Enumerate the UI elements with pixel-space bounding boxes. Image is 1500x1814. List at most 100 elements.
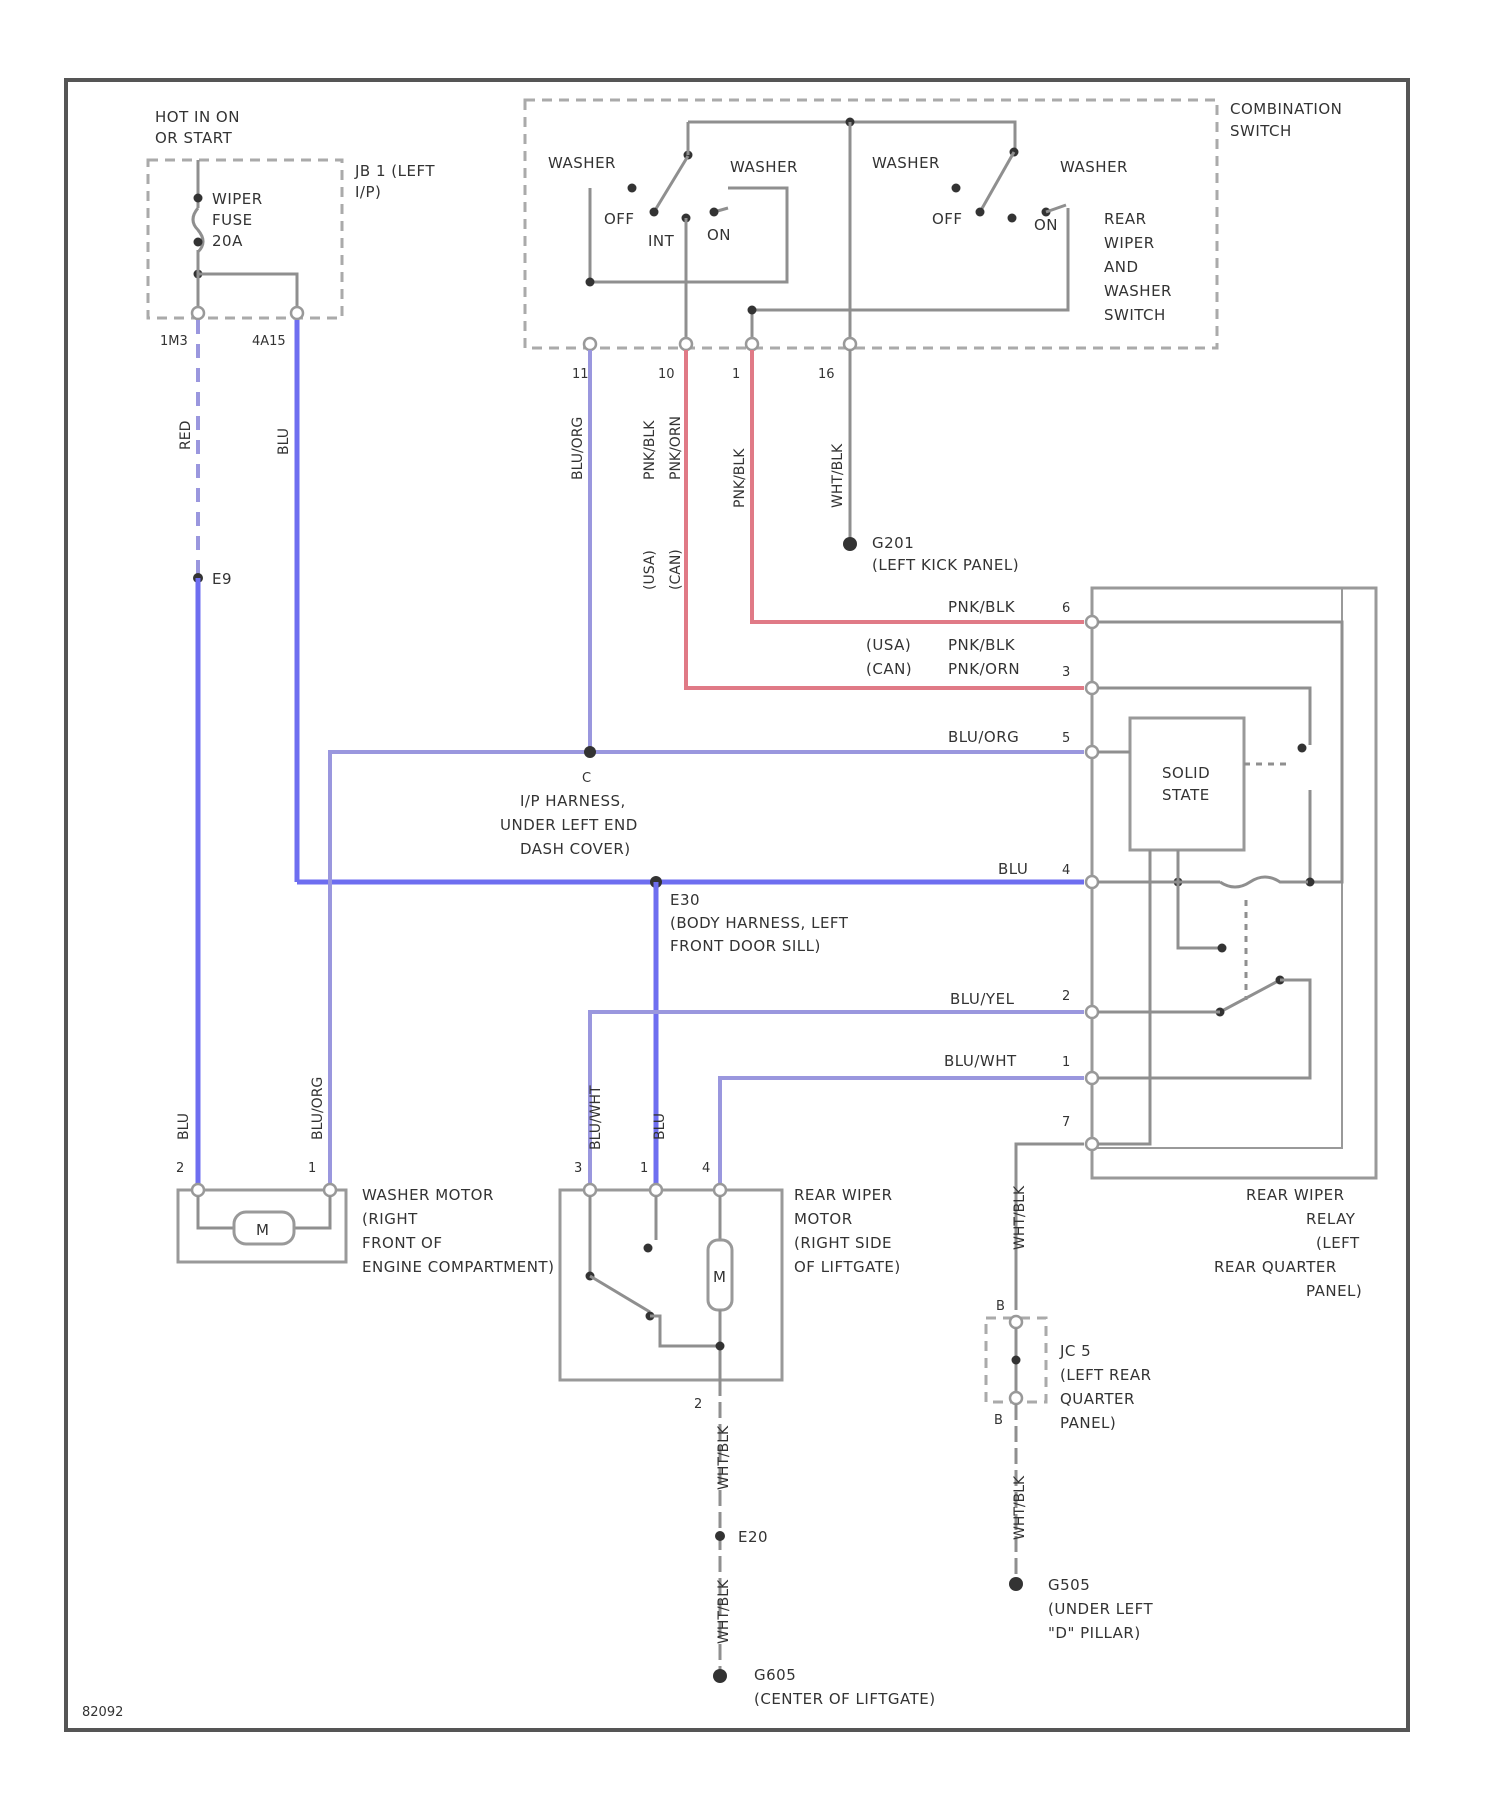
ip-harness-dot bbox=[584, 746, 596, 758]
on-label: ON bbox=[707, 226, 731, 244]
jb1-terminal-2 bbox=[291, 307, 303, 319]
relay-int-resistor bbox=[1220, 877, 1308, 887]
pin-2a: 2 bbox=[176, 1161, 184, 1176]
fuse-label-1: WIPER bbox=[212, 190, 263, 208]
solid-state-label-2: STATE bbox=[1162, 786, 1210, 804]
relay-term-6 bbox=[1086, 616, 1098, 628]
diagram-frame bbox=[66, 80, 1408, 1730]
pin-4b: 4 bbox=[702, 1161, 710, 1176]
rear-motor-term-3 bbox=[584, 1184, 596, 1196]
relay-pin-4: 4 bbox=[1062, 863, 1070, 878]
sw1-junction bbox=[586, 278, 595, 287]
pin-c: C bbox=[582, 771, 591, 786]
ip-harness-label-1: I/P HARNESS, bbox=[520, 792, 626, 810]
relay-switch-blade bbox=[1220, 980, 1280, 1012]
washer-motor-inner-wire bbox=[198, 1196, 234, 1228]
rear-motor-box bbox=[560, 1190, 782, 1380]
fuse-split-wire-right bbox=[198, 274, 297, 312]
pin-1b: 1 bbox=[640, 1161, 648, 1176]
e30-label-1: E30 bbox=[670, 891, 700, 909]
relay-term-2 bbox=[1086, 1006, 1098, 1018]
rear-switch-label-2: WIPER bbox=[1104, 234, 1155, 252]
relay-term-4 bbox=[1086, 876, 1098, 888]
sw1-wire-left bbox=[590, 188, 787, 282]
relay-term-3 bbox=[1086, 682, 1098, 694]
g201-ground-icon bbox=[843, 537, 857, 551]
jc5-dot bbox=[1012, 1356, 1021, 1365]
jc5-term-bottom bbox=[1010, 1392, 1022, 1404]
off-label-1: OFF bbox=[604, 210, 635, 228]
fuse-dot-top bbox=[194, 194, 203, 203]
pin-3b: 3 bbox=[574, 1161, 582, 1176]
wire-blu-v-label: BLU bbox=[652, 1113, 668, 1140]
wire-whtblk-label-v: WHT/BLK bbox=[830, 443, 846, 508]
pin-1m3: 1M3 bbox=[160, 334, 188, 349]
rear-motor-wire-sw bbox=[650, 1316, 720, 1346]
wire-whtblk-motor-label: WHT/BLK bbox=[716, 1425, 732, 1490]
combo-term-16 bbox=[844, 338, 856, 350]
relay-name-2: RELAY bbox=[1306, 1210, 1356, 1228]
pin-1: 1 bbox=[732, 367, 740, 382]
jc5-label-3: QUARTER bbox=[1060, 1390, 1135, 1408]
relay-pin-3: 3 bbox=[1062, 665, 1070, 680]
relay-pin-6: 6 bbox=[1062, 601, 1070, 616]
washer-motor-inner-wire-2 bbox=[294, 1196, 330, 1228]
combo-switch-label-1: COMBINATION bbox=[1230, 100, 1342, 118]
jb1-label-1: JB 1 (LEFT bbox=[354, 162, 435, 180]
rear-motor-term-4 bbox=[714, 1184, 726, 1196]
usa-label-v: (USA) bbox=[642, 550, 658, 590]
relay-term-1 bbox=[1086, 1072, 1098, 1084]
sw2-junction bbox=[748, 306, 757, 315]
relay-name-3: (LEFT bbox=[1316, 1234, 1360, 1252]
jc5-label-2: (LEFT REAR bbox=[1060, 1366, 1152, 1384]
rear-motor-switch-blade bbox=[590, 1276, 650, 1312]
relay-pin-1: 1 bbox=[1062, 1055, 1070, 1070]
g505-label-3: "D" PILLAR) bbox=[1048, 1624, 1141, 1642]
relay-pin-7: 7 bbox=[1062, 1115, 1070, 1130]
sw2-dot-d bbox=[1008, 214, 1017, 223]
on-label-2: ON bbox=[1034, 216, 1058, 234]
e20-dot bbox=[715, 1531, 725, 1541]
sw2-blade-2 bbox=[1046, 205, 1066, 212]
wire-pnkblk-label-v: PNK/BLK bbox=[642, 420, 658, 480]
int-label: INT bbox=[648, 232, 675, 250]
g605-label-2: (CENTER OF LIFTGATE) bbox=[754, 1690, 936, 1708]
ip-harness-label-2: UNDER LEFT END bbox=[500, 816, 638, 834]
rear-motor-term-1 bbox=[650, 1184, 662, 1196]
sw2-wire-right bbox=[752, 208, 1068, 342]
relay-pnkorn-label: PNK/ORN bbox=[948, 660, 1020, 678]
fuse-dot-bottom bbox=[194, 238, 203, 247]
relay-inner-box bbox=[1092, 588, 1342, 1148]
wire-bluwht-v-label: BLU/WHT bbox=[588, 1085, 604, 1150]
relay-name-1: REAR WIPER bbox=[1246, 1186, 1345, 1204]
wire-pnkblk bbox=[752, 350, 1084, 622]
g201-label-1: G201 bbox=[872, 534, 914, 552]
hot-label-1: HOT IN ON bbox=[155, 108, 240, 126]
pin-4a15: 4A15 bbox=[252, 334, 286, 349]
wire-bluorg-relay bbox=[330, 752, 1084, 1186]
e20-label: E20 bbox=[738, 1528, 768, 1546]
wire-red-label: RED bbox=[178, 421, 194, 450]
relay-int-wire-7 bbox=[1098, 850, 1150, 1144]
relay-term-7 bbox=[1086, 1138, 1098, 1150]
relay-int-wire-6 bbox=[1098, 622, 1342, 882]
g201-label-2: (LEFT KICK PANEL) bbox=[872, 556, 1019, 574]
relay-name-5: PANEL) bbox=[1306, 1282, 1362, 1300]
rear-motor-label-1: REAR WIPER bbox=[794, 1186, 893, 1204]
pin-10: 10 bbox=[658, 367, 675, 382]
wire-blu-left-label: BLU bbox=[176, 1113, 192, 1140]
relay-usa-label: (USA) bbox=[866, 636, 911, 654]
wire-bluorg-left-label: BLU/ORG bbox=[310, 1077, 326, 1140]
rear-switch-label-1: REAR bbox=[1104, 210, 1147, 228]
rear-switch-label-4: WASHER bbox=[1104, 282, 1172, 300]
washer-motor-label-2: (RIGHT bbox=[362, 1210, 418, 1228]
wire-whtblk-motor2-label: WHT/BLK bbox=[716, 1579, 732, 1644]
jb1-box bbox=[148, 160, 342, 318]
washer-label-4: WASHER bbox=[1060, 158, 1128, 176]
rear-motor-label-4: OF LIFTGATE) bbox=[794, 1258, 901, 1276]
pin-16: 16 bbox=[818, 367, 835, 382]
relay-pnkblk2-label: PNK/BLK bbox=[948, 636, 1016, 654]
wire-bluwht bbox=[720, 1078, 1084, 1186]
washer-motor-m: M bbox=[256, 1221, 269, 1239]
